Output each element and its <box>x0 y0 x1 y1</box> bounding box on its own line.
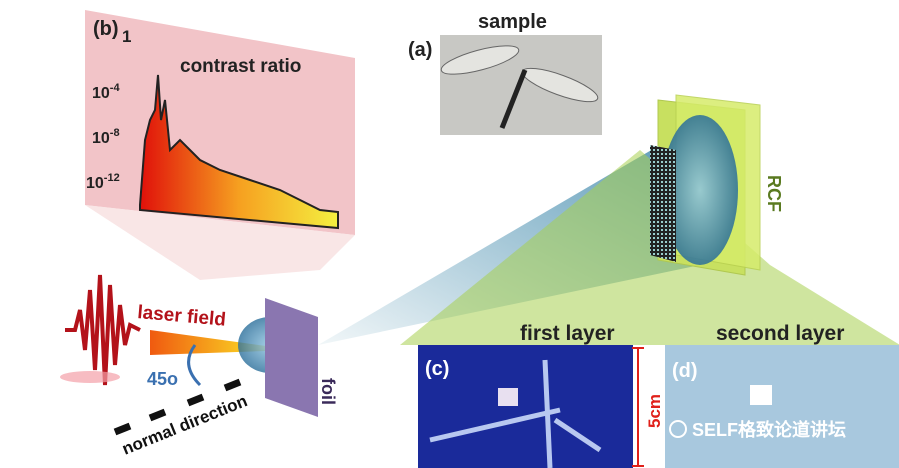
contrast-spectrum <box>139 74 339 230</box>
angle-label: 45o <box>147 369 178 389</box>
normal-direction-dashes <box>113 378 242 436</box>
beam-spot <box>662 115 738 265</box>
panel-a-label: (a) <box>408 39 432 61</box>
projection-shade <box>85 205 355 280</box>
foil-label: foil <box>318 378 338 405</box>
wechat-icon <box>669 420 687 438</box>
pulse-shadow <box>60 371 120 383</box>
tick-1e-12: 10-12 <box>86 172 120 192</box>
second-layer-image <box>665 345 899 468</box>
second-layer-title: second layer <box>716 322 844 345</box>
sample-square <box>750 385 772 405</box>
wing <box>440 45 520 75</box>
tick-1e-8: 10-8 <box>92 127 120 147</box>
mesh-grid <box>650 145 676 262</box>
sample-square <box>498 388 518 406</box>
panel-c-first-layer: (c) first layer 5cm <box>418 322 664 468</box>
watermark: SELF格致论道讲坛 <box>692 419 846 440</box>
panel-b-contrast-ratio: (b) 1 contrast ratio 10-4 10-8 10-12 <box>85 10 355 280</box>
panel-c-label: (c) <box>425 358 449 380</box>
panel-d-second-layer: (d) second layer SELF格致论道讲坛 <box>665 322 899 468</box>
rcf-stack: RCF <box>650 94 784 276</box>
rcf-label: RCF <box>764 175 784 212</box>
panel-d-label: (d) <box>672 360 698 382</box>
first-layer-image <box>418 345 633 468</box>
laser-pulse-icon <box>65 274 141 386</box>
laser-label: laser field <box>137 302 227 331</box>
panel-b-label: (b) <box>93 18 119 40</box>
first-layer-title: first layer <box>520 322 615 345</box>
panel-a-sample: sample (a) <box>408 11 602 135</box>
dragonfly-body <box>499 69 528 129</box>
tick-1e-4: 10-4 <box>92 82 120 102</box>
layer-projection <box>400 150 899 345</box>
sample-label: sample <box>478 11 547 33</box>
dragonfly-image <box>429 359 602 468</box>
foil <box>265 298 318 417</box>
scale-label: 5cm <box>645 394 664 428</box>
tick-1: 1 <box>122 27 131 46</box>
normal-direction-label: normal direction <box>119 391 250 459</box>
laser-setup: laser field 45o normal direction foil <box>60 274 338 459</box>
panel-b-title: contrast ratio <box>180 56 301 77</box>
angle-arrow-icon <box>187 344 202 387</box>
